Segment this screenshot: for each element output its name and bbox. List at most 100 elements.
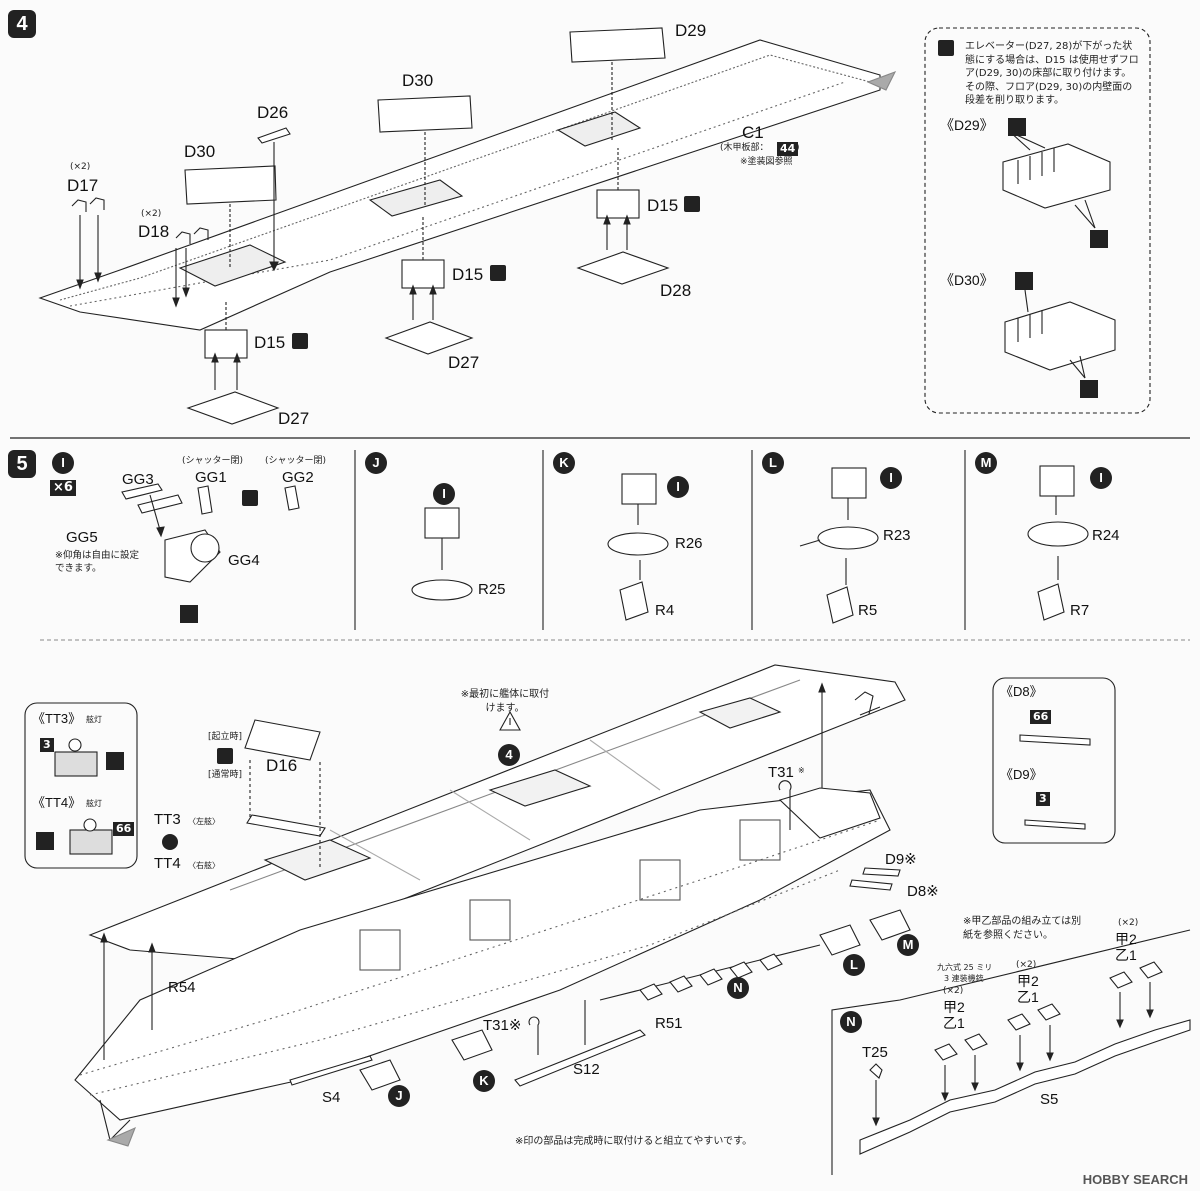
part-label-gg2: GG2 <box>282 469 314 486</box>
step-number-4: 4 <box>8 10 36 38</box>
kou2-a: 甲2 <box>943 999 965 1015</box>
t31-mark: ※ <box>798 766 805 775</box>
tt4-detail-label: 《TT4》 <box>32 795 82 810</box>
part-label-r25: R25 <box>478 581 506 598</box>
d17-quantity: (×2) <box>70 162 91 172</box>
part-label-gg4: GG4 <box>228 552 260 569</box>
subassembly-i-ref: I <box>1090 467 1112 489</box>
bottom-note: ※印の部品は完成時に取付けると組立てやすいです。 <box>515 1136 753 1147</box>
part-label-s12: S12 <box>573 1061 600 1078</box>
cement-icon <box>684 196 700 212</box>
subassembly-m-marker: M <box>975 452 997 474</box>
gg2-note: (シャッター閉) <box>265 456 327 466</box>
otsu1-c: 乙1 <box>1115 947 1137 963</box>
d18-quantity: (×2) <box>141 209 162 219</box>
d30-detail-label: 《D30》 <box>940 272 994 288</box>
part-label-d16: D16 <box>266 756 298 775</box>
elevation-note: ※仰角は自由に設定できます。 <box>55 550 139 574</box>
part-label-r23: R23 <box>883 527 911 544</box>
part-label-d9: D9※ <box>885 851 917 868</box>
watermark: HOBBY SEARCH <box>1082 1172 1188 1187</box>
part-label-gg5: GG5 <box>66 529 98 546</box>
part-label-t25: T25 <box>862 1044 888 1061</box>
d9-detail-label: 《D9》 <box>1000 767 1043 782</box>
subassembly-i-ref: I <box>667 476 689 498</box>
n-qty-c: (×2) <box>1118 918 1139 928</box>
part-label-t31-bottom: T31※ <box>483 1017 522 1034</box>
kou2-b: 甲2 <box>1017 973 1039 989</box>
tt4-side: 〈右舷〉 <box>188 861 220 870</box>
c1-note-c: ※塗装図参照 <box>740 157 793 167</box>
subassembly-i-ref: I <box>880 467 902 489</box>
part-label-r5: R5 <box>858 602 878 619</box>
part-label-d29: D29 <box>675 21 707 40</box>
cement-icon <box>242 490 258 506</box>
mount-m-ref: M <box>897 934 919 956</box>
c1-note-b: ) <box>796 143 800 153</box>
part-label-d15-left: D15 <box>254 333 286 352</box>
paint-icon <box>36 832 54 850</box>
part-label-gg1: GG1 <box>195 469 227 486</box>
part-label-d30-top: D30 <box>402 71 434 90</box>
paint-icon <box>1090 230 1108 248</box>
mount-l-ref: L <box>843 954 865 976</box>
gg1-note: (シャッター閉) <box>182 456 244 466</box>
part-label-gg3: GG3 <box>122 471 154 488</box>
part-label-r26: R26 <box>675 535 703 552</box>
part-label-s4: S4 <box>322 1089 341 1106</box>
subassembly-j-marker: J <box>365 452 387 474</box>
d8-paint-badge: 66 <box>1030 710 1052 725</box>
mount-j-ref: J <box>388 1085 410 1107</box>
subassembly-i-ref: I <box>433 483 455 505</box>
part-label-r54: R54 <box>168 979 196 996</box>
part-label-d28: D28 <box>660 281 692 300</box>
kou2-c: 甲2 <box>1115 931 1137 947</box>
cement-icon <box>162 834 178 850</box>
c1-paint-badge: 44 <box>777 142 799 157</box>
part-label-tt3: TT3 <box>154 811 181 828</box>
part-label-d15-right: D15 <box>647 196 679 215</box>
type96-label-b: 3 連装機銃 <box>944 974 984 983</box>
tt4-sub: 舷灯 <box>86 799 102 808</box>
c1-note-a: (木甲板部： <box>720 143 769 153</box>
cement-icon <box>292 333 308 349</box>
part-label-d15-mid: D15 <box>452 265 484 284</box>
normal-state-label: [通常時] <box>208 770 243 780</box>
d9-paint-badge: 3 <box>1036 792 1050 807</box>
part-label-c1: C1 <box>742 123 764 142</box>
cement-icon <box>217 748 233 764</box>
part-label-r4: R4 <box>655 602 675 619</box>
paint-icon <box>106 752 124 770</box>
paint-icon <box>1008 118 1026 136</box>
otsu1-a: 乙1 <box>943 1015 965 1031</box>
quantity-x6: ×6 <box>50 480 76 497</box>
part-label-r51: R51 <box>655 1015 683 1032</box>
cement-icon <box>490 265 506 281</box>
subassembly-n-marker: N <box>840 1011 862 1033</box>
paint-icon <box>1080 380 1098 398</box>
step-number-5: 5 <box>8 450 36 478</box>
part-label-t31-top: T31 <box>768 764 794 781</box>
elevator-note: エレベーター(D27, 28)が下がった状態にする場合は、D15 は使用せずフロ… <box>965 41 1139 106</box>
part-label-d18: D18 <box>138 222 170 241</box>
mount-k-ref: K <box>473 1070 495 1092</box>
part-label-d27-left: D27 <box>278 409 310 428</box>
part-label-d26: D26 <box>257 103 289 122</box>
part-label-d27-mid: D27 <box>448 353 480 372</box>
step-ref-4: 4 <box>498 744 520 766</box>
d8-detail-label: 《D8》 <box>1000 684 1043 699</box>
paint-icon <box>180 605 198 623</box>
part-label-d30-left: D30 <box>184 142 216 161</box>
n-qty-b: (×2) <box>1016 960 1037 970</box>
tt3-sub: 舷灯 <box>86 715 102 724</box>
part-label-s5: S5 <box>1040 1091 1059 1108</box>
subassembly-l-marker: L <box>762 452 784 474</box>
type96-label-a: 九六式 25 ミリ <box>937 963 993 972</box>
tt4-paint-badge: 66 <box>113 822 135 837</box>
cement-icon <box>938 40 954 56</box>
part-label-d17: D17 <box>67 176 99 195</box>
kou-otsu-note: ※甲乙部品の組み立ては別紙を参照ください。 <box>963 916 1082 941</box>
tt3-side: 〈左舷〉 <box>188 817 220 826</box>
mount-n-ref: N <box>727 977 749 999</box>
